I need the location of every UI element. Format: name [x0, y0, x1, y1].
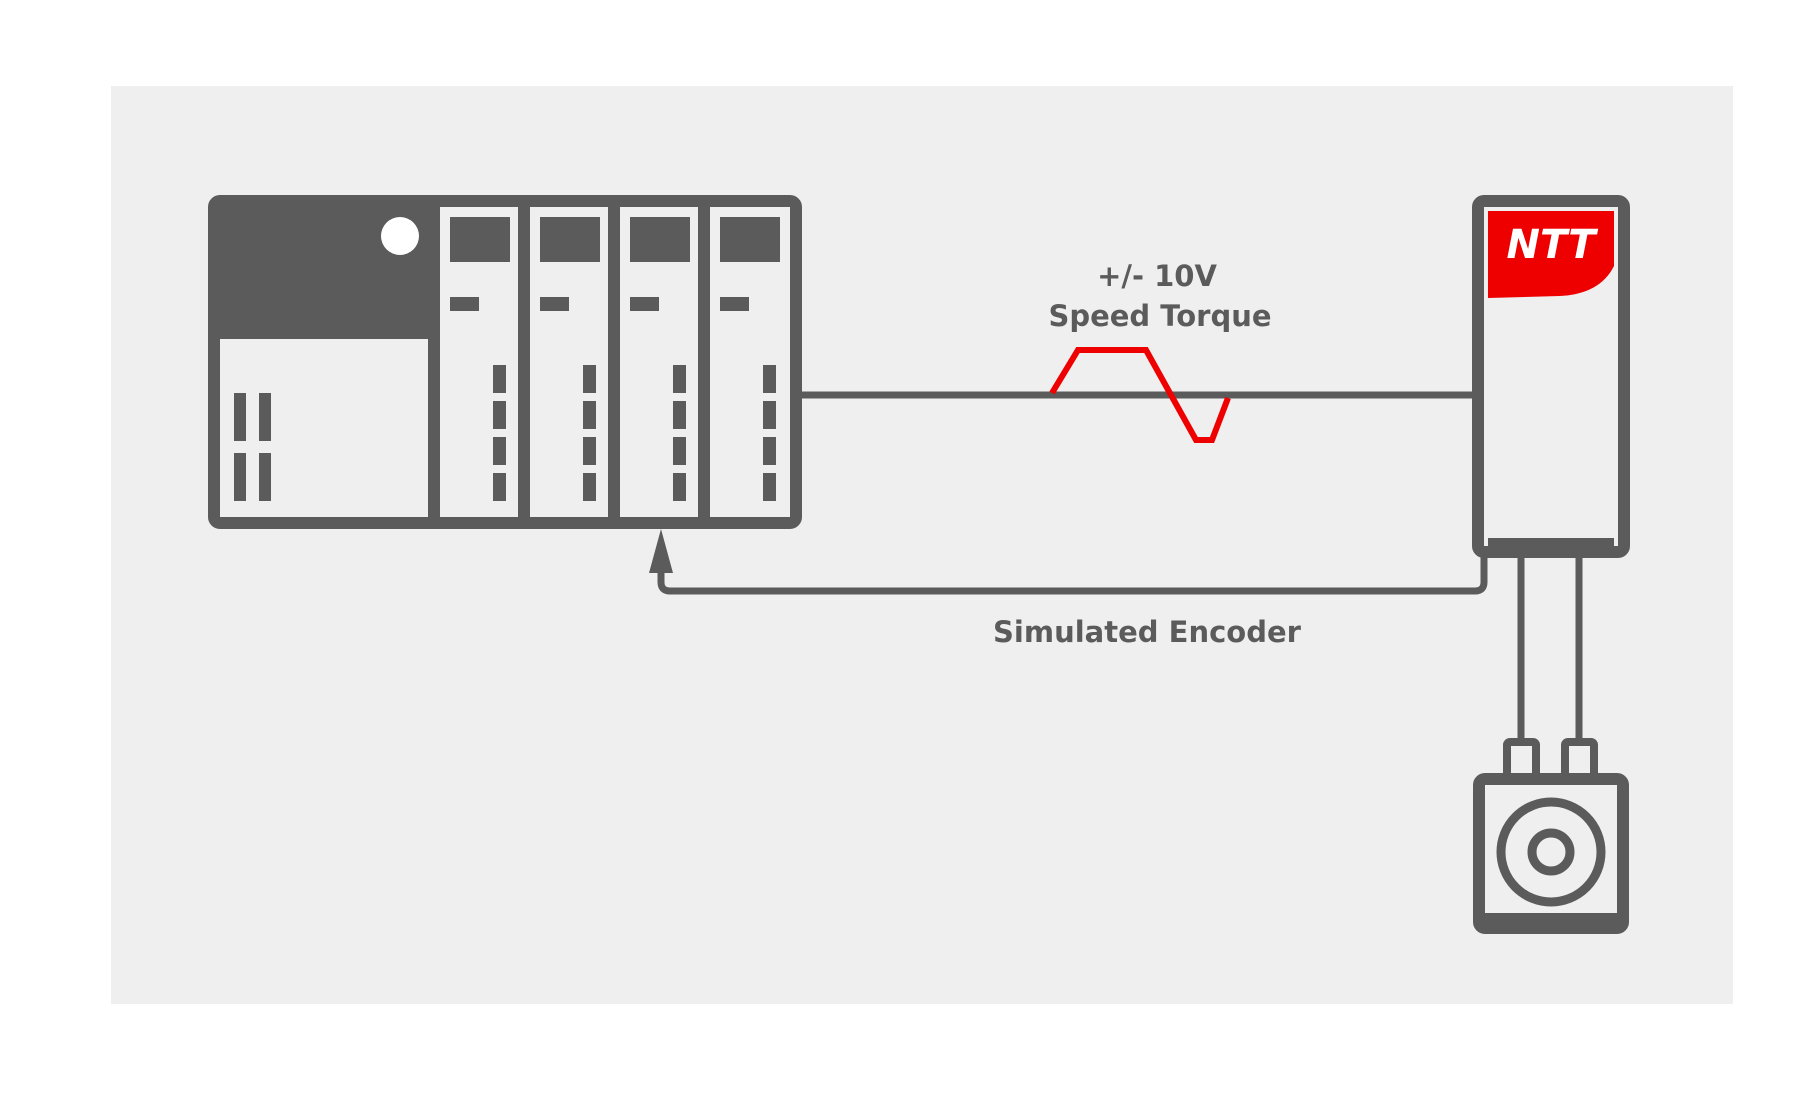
- motor-base: [1485, 913, 1617, 922]
- plc-slot-divider: [698, 201, 710, 523]
- drive-brand-logo: NTT: [1507, 222, 1599, 268]
- plc-cpu-terminal: [259, 453, 271, 501]
- plc-rack-icon: [208, 195, 802, 529]
- drive-bottom-bar: [1488, 538, 1614, 547]
- servo-drive-icon: NTT: [1472, 195, 1630, 558]
- plc-slot-divider: [518, 201, 530, 523]
- plc-io-module: [450, 217, 510, 501]
- plc-status-led: [381, 217, 419, 255]
- servo-motor-icon: [1473, 738, 1629, 934]
- motor-flange-ring: [1496, 797, 1606, 907]
- plc-cpu-terminal: [259, 393, 271, 441]
- signal-mode-label: Speed Torque: [1048, 299, 1271, 333]
- feedback-label: Simulated Encoder: [993, 615, 1302, 649]
- encoder-feedback-line: [657, 552, 1488, 595]
- arrow-up-icon: [649, 529, 673, 573]
- plc-io-module: [540, 217, 600, 501]
- plc-cpu-terminal: [234, 453, 246, 501]
- analog-waveform-icon: [1049, 347, 1231, 443]
- motor-shaft-icon: [1527, 828, 1575, 876]
- plc-io-module: [630, 217, 690, 501]
- plc-cpu-terminal: [234, 393, 246, 441]
- plc-slot-divider: [428, 201, 440, 523]
- plc-slot-divider: [608, 201, 620, 523]
- drive-brand-panel: [1488, 211, 1614, 298]
- plc-io-module: [720, 217, 780, 501]
- signal-voltage-label: +/- 10V: [1097, 259, 1217, 293]
